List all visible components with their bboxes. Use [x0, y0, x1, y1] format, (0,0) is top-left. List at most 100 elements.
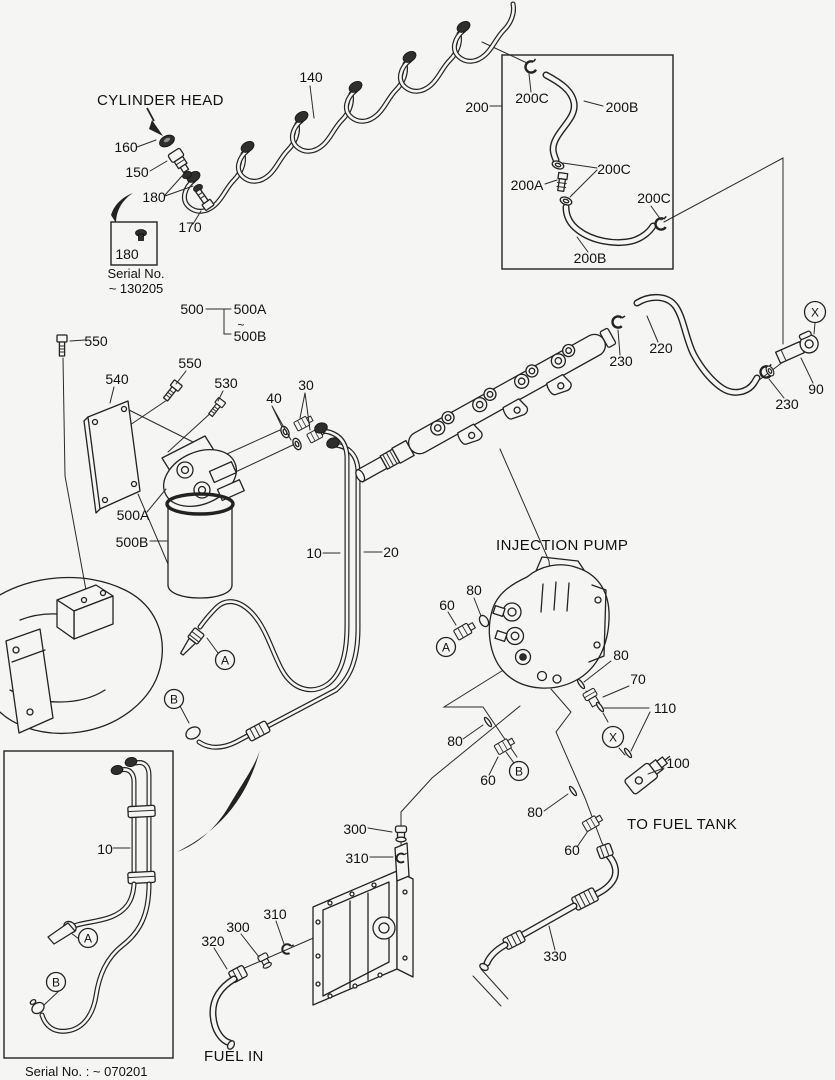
- callout-330: 330: [543, 948, 567, 964]
- ref-circle-a-box: [77, 927, 99, 949]
- bottom-serial-note: Serial No. : ~ 070201: [25, 1064, 148, 1079]
- fitting-30-1: [293, 413, 315, 432]
- hose-330: [479, 842, 616, 972]
- serial-inset-box: [110, 221, 158, 266]
- washer-330-tip: [479, 962, 489, 972]
- callout-200c-1: 200C: [515, 90, 548, 106]
- rail-mount-tabs: [457, 373, 572, 445]
- callout-110: 110: [654, 700, 677, 716]
- callout-10-box: 10: [97, 841, 113, 857]
- hose-320-tip: [226, 1040, 236, 1050]
- reference-circles: A B A B X X A B: [45, 300, 827, 993]
- callout-540: 540: [105, 371, 129, 387]
- ref-x-top-label: X: [811, 306, 819, 320]
- callout-500b-legend: 500B: [234, 328, 267, 344]
- callout-160: 160: [114, 139, 138, 155]
- cylinder-head-arrow-icon: [149, 120, 163, 136]
- braid-coupler-1: [571, 887, 599, 911]
- ref-a-box-label: A: [84, 932, 92, 946]
- ref-circle-b-main: [163, 688, 185, 710]
- return-hose-box-200: [501, 54, 674, 270]
- nut-330-top: [596, 842, 614, 860]
- callout-310-top: 310: [345, 850, 369, 866]
- callout-200b-1: 200B: [606, 99, 639, 115]
- fitting-b-nut-box: [31, 1001, 45, 1015]
- ref-b-main-label: B: [170, 693, 178, 707]
- ref-a-main-label: A: [221, 654, 229, 668]
- gear-cover-plate: [213, 825, 414, 1050]
- fuel-in-label: FUEL IN: [204, 1048, 264, 1065]
- clamp-200c-right: [652, 215, 671, 233]
- washer-200c-lower: [558, 194, 574, 208]
- callout-10: 10: [306, 545, 322, 561]
- washer-110-1: [595, 701, 605, 713]
- callout-200c-3: 200C: [637, 190, 670, 206]
- callout-40: 40: [266, 390, 282, 406]
- callout-140: 140: [299, 69, 323, 85]
- part-150-fitting: [167, 147, 190, 174]
- callout-200: 200: [465, 99, 489, 115]
- callout-500: 500: [180, 301, 204, 317]
- fitting-a-elbow: [180, 627, 205, 656]
- ref-circle-b-box: [45, 971, 67, 993]
- bolt-550-right: [160, 379, 184, 404]
- hose-220-banjo-90: [637, 297, 819, 392]
- callout-500a: 500A: [117, 507, 150, 523]
- inset-serial-line2: ~ 130205: [109, 281, 164, 296]
- washer-40-2: [290, 436, 304, 452]
- callout-170: 170: [178, 219, 202, 235]
- callout-20: 20: [383, 544, 399, 560]
- ref-circle-a-main: [214, 649, 236, 671]
- callout-200c-2: 200C: [597, 161, 630, 177]
- pump-side-parts: [452, 614, 671, 833]
- banjo-90: [774, 330, 819, 364]
- injection-pipes-140: [184, 4, 513, 211]
- ref-circle-b-pump: [508, 760, 530, 782]
- callout-80-c: 80: [527, 804, 543, 820]
- hose-coupler: [245, 720, 271, 742]
- fitting-b-nut: [185, 726, 201, 740]
- callout-tilde: ~: [237, 318, 244, 332]
- callout-500b: 500B: [116, 534, 149, 550]
- joint-200a: [556, 171, 569, 192]
- callout-300-left: 300: [226, 919, 250, 935]
- callout-80-a: 80: [466, 582, 482, 598]
- callout-100: 100: [666, 755, 690, 771]
- filter-cartridge-500b: [167, 504, 233, 586]
- washer-80-b: [483, 716, 493, 728]
- callout-300-top: 300: [343, 821, 367, 837]
- callout-530: 530: [214, 375, 238, 391]
- ref-circle-x-mid: [601, 725, 625, 749]
- callout-150: 150: [125, 164, 149, 180]
- washer-80-right: [576, 678, 586, 690]
- clamp-230-rail: [611, 314, 627, 329]
- bolt-550-left: [56, 334, 68, 357]
- detail-swoosh-arrow-icon: [177, 750, 260, 852]
- ref-x-mid-label: X: [609, 731, 617, 745]
- fitting-300-top: [394, 825, 408, 843]
- callout-200a: 200A: [511, 177, 544, 193]
- callout-230-2: 230: [775, 396, 799, 412]
- callout-30: 30: [298, 377, 314, 393]
- cylinder-head-parts: [110, 107, 215, 266]
- ref-a-pump-label: A: [442, 641, 450, 655]
- injection-pump: [488, 556, 610, 689]
- bracket-540: [87, 400, 141, 510]
- callout-80-right: 80: [613, 647, 629, 663]
- cylinder-head-label: CYLINDER HEAD: [97, 92, 224, 109]
- clamp-200c-top: [522, 57, 541, 76]
- part-180-washer-1: [182, 170, 192, 180]
- callout-90: 90: [808, 381, 824, 397]
- injection-pump-label: INJECTION PUMP: [496, 537, 628, 554]
- callout-230-1: 230: [609, 353, 633, 369]
- fitting-60-bottom: [581, 812, 605, 833]
- fitting-300-left: [256, 951, 274, 971]
- fitting-60-a: [452, 619, 478, 641]
- curved-arrow-icon: [111, 193, 133, 223]
- callout-180-inset: 180: [115, 246, 139, 262]
- inset-serial-line1: Serial No.: [107, 266, 164, 281]
- washer-200c-upper: [550, 158, 566, 172]
- valve-100: [624, 755, 671, 795]
